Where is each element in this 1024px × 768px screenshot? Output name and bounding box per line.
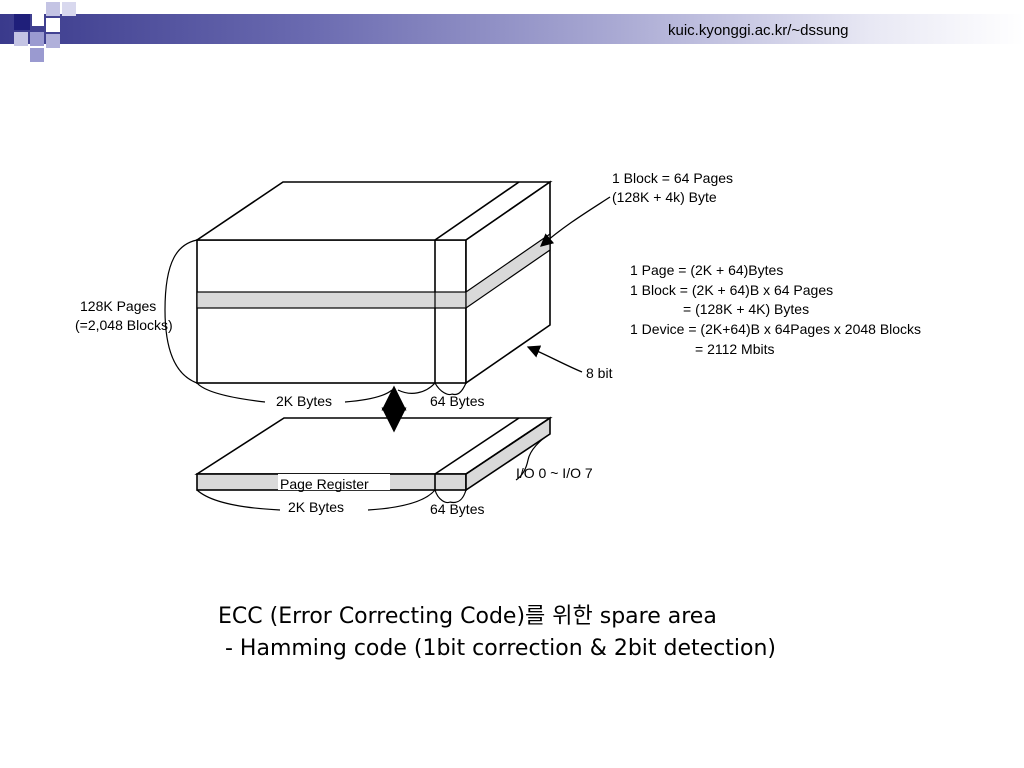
formula-device-total: = 2112 Mbits (695, 341, 775, 357)
spare-bytes-bottom-label: 64 Bytes (430, 501, 484, 517)
bit-arrow (526, 345, 583, 373)
logo-squares (0, 0, 90, 70)
pages-label-line2: (=2,048 Blocks) (75, 317, 173, 333)
block-label-line2: (128K + 4k) Byte (612, 189, 717, 205)
data-bytes-brace-top (196, 382, 266, 403)
block-label-line1: 1 Block = 64 Pages (612, 170, 733, 186)
pages-label-line1: 128K Pages (80, 298, 156, 314)
spare-bytes-brace-bottom (434, 489, 451, 504)
caption-line2: - Hamming code (1bit correction & 2bit d… (218, 636, 777, 661)
formula-block-total: = (128K + 4K) Bytes (683, 301, 809, 317)
block-box (194, 180, 553, 385)
io-label: I/O 0 ~ I/O 7 (516, 465, 593, 481)
formula-device: 1 Device = (2K+64)B x 64Pages x 2048 Blo… (630, 321, 921, 337)
data-bytes-brace-bottom (196, 489, 281, 511)
bit-label: 8 bit (586, 365, 613, 381)
block-arrow (540, 196, 611, 247)
header-url: kuic.kyonggi.ac.kr/~dssung (668, 22, 849, 39)
caption-line1: ECC (Error Correcting Code)를 위한 spare ar… (218, 604, 717, 629)
page-stripe (196, 232, 551, 310)
formula-page: 1 Page = (2K + 64)Bytes (630, 262, 783, 278)
formula-block: 1 Block = (2K + 64)B x 64 Pages (630, 282, 833, 298)
page-register-label: Page Register (280, 476, 369, 492)
caption: ECC (Error Correcting Code)를 위한 spare ar… (218, 601, 776, 665)
data-bytes-bottom-label: 2K Bytes (288, 499, 344, 515)
header-bar (0, 14, 1024, 44)
io-brace (515, 433, 551, 481)
spare-bytes-top-label: 64 Bytes (430, 393, 484, 409)
data-bytes-top-label: 2K Bytes (276, 393, 332, 409)
pages-brace (164, 239, 198, 384)
page-register-box (194, 416, 553, 492)
spare-bytes-brace-top (434, 382, 453, 396)
